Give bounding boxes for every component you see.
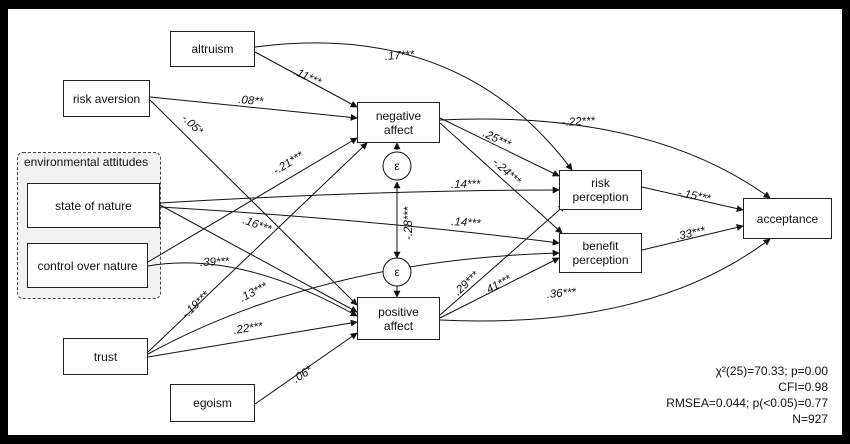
coef-positive-acceptance: .36***	[546, 286, 577, 301]
arrow-positive-risk	[439, 204, 566, 316]
arrow-egoism-positive	[254, 332, 358, 405]
arrow-altruism-negative	[254, 51, 358, 108]
node-trust: trust	[63, 338, 148, 375]
arrow-benefit-acceptance	[641, 224, 744, 251]
arrow-trust-benefit	[147, 249, 560, 355]
node-state-of-nature: state of nature	[27, 183, 160, 228]
coef-negative-risk: .25***	[481, 128, 513, 152]
fit-rmsea: RMSEA=0.044; p(<0.05)=0.77	[666, 396, 828, 410]
arrow-trust-negative	[147, 142, 368, 353]
coef-trust-benefit: .13***	[238, 280, 270, 304]
arrow-control-positive	[147, 262, 358, 317]
arrow-negative-acceptance	[439, 118, 771, 199]
coef-positive-benefit: .41***	[482, 273, 514, 298]
coef-egoism-positive: .06*	[291, 364, 315, 385]
coef-riskaversion-positive: -.05*	[179, 112, 205, 138]
node-positive-affect: positive affect	[357, 297, 440, 340]
model-fit-statistics: χ²(25)=70.33; p=0.00 CFI=0.98 RMSEA=0.04…	[666, 363, 828, 427]
coef-positive-risk: .29***	[452, 269, 482, 298]
coef-trust-negative: -.19***	[180, 289, 213, 321]
node-risk-aversion: risk aversion	[63, 80, 150, 117]
coef-control-negative: -.21***	[271, 149, 306, 177]
arrow-positive-acceptance	[439, 238, 771, 322]
arrow-state-risk	[159, 186, 560, 204]
arrow-control-negative	[147, 137, 358, 263]
arrow-positive-benefit	[439, 257, 560, 319]
coef-error-covariance: -.28***	[403, 206, 415, 240]
node-egoism: egoism	[170, 384, 255, 422]
coef-risk-acceptance: -.15***	[676, 187, 711, 205]
node-control-over-nature: control over nature	[27, 243, 148, 288]
fit-cfi: CFI=0.98	[778, 380, 828, 394]
node-benefit-perception: benefit perception	[559, 233, 642, 273]
error-term-negative	[382, 151, 412, 181]
arrow-negative-risk	[439, 117, 560, 177]
error-term-positive-label: ε	[394, 265, 400, 279]
coef-state-risk: .14***	[451, 178, 481, 191]
arrow-negative-benefit	[439, 122, 563, 234]
arrow-altruism-risk	[254, 42, 573, 171]
coef-benefit-acceptance: .33***	[675, 225, 707, 243]
arrow-risk-acceptance	[641, 186, 744, 213]
arrow-state-positive	[159, 204, 358, 313]
fit-n: N=927	[792, 412, 828, 426]
node-risk-perception: risk perception	[559, 170, 642, 210]
arrow-trust-positive	[147, 319, 358, 358]
arrow-state-benefit	[159, 206, 560, 246]
environmental-attitudes-title: environmental attitudes	[24, 155, 149, 169]
coef-riskaversion-negative: .08**	[238, 94, 264, 108]
node-negative-affect: negative affect	[357, 102, 440, 143]
coef-altruism-negative: .11***	[292, 66, 323, 89]
error-term-positive	[382, 257, 412, 287]
error-term-negative-label: ε	[394, 159, 400, 173]
coef-trust-positive: .22***	[233, 320, 264, 337]
fit-chi-square: χ²(25)=70.33; p=0.00	[715, 364, 828, 378]
coef-altruism-risk: .17***	[384, 49, 415, 63]
node-altruism: altruism	[170, 31, 255, 67]
node-acceptance: acceptance	[743, 198, 832, 239]
arrow-riskaversion-negative	[149, 96, 358, 121]
arrow-riskaversion-positive	[149, 99, 358, 306]
coef-state-benefit: .14***	[451, 216, 482, 230]
coef-control-positive: .39***	[200, 256, 230, 269]
coef-negative-acceptance: -.22***	[562, 115, 596, 129]
